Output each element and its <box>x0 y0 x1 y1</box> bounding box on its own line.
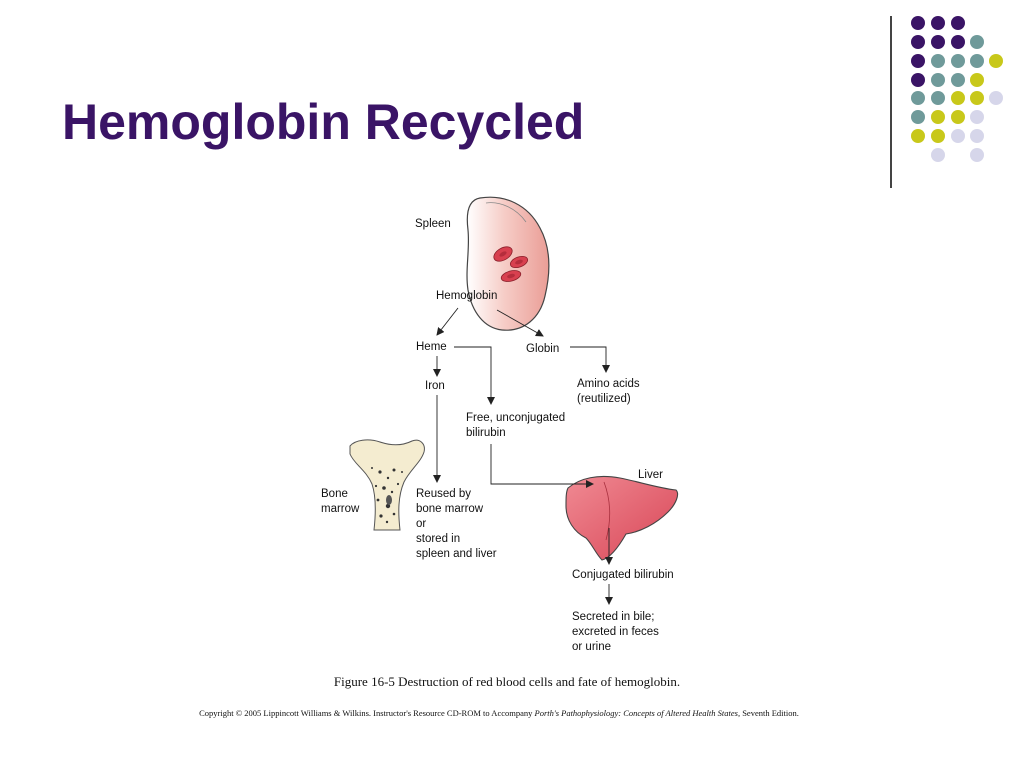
label-heme: Heme <box>416 341 447 353</box>
label-spleen: Spleen <box>415 218 451 230</box>
spleen-notch <box>485 202 527 223</box>
flow-arrows <box>433 307 613 605</box>
spleen-organ <box>466 196 550 331</box>
label-amino-acids: Amino acids (reutilized) <box>577 378 643 405</box>
red-blood-cells <box>493 246 529 282</box>
copyright-book-title: Porth's Pathophysiology: Concepts of Alt… <box>534 708 741 718</box>
slide-title: Hemoglobin Recycled <box>62 94 585 150</box>
label-iron: Iron <box>425 380 445 392</box>
figure-caption: Figure 16-5 Destruction of red blood cel… <box>333 674 681 689</box>
label-globin: Globin <box>526 343 559 355</box>
liver-organ <box>565 475 679 561</box>
label-secreted: Secreted in bile; excreted in feces or u… <box>572 611 662 653</box>
label-conjugated-bilirubin: Conjugated bilirubin <box>572 569 674 581</box>
decorative-divider-line <box>890 16 892 188</box>
label-liver: Liver <box>638 469 663 481</box>
label-hemoglobin: Hemoglobin <box>436 290 497 302</box>
copyright-suffix: Seventh Edition. <box>740 708 799 718</box>
label-free-bilirubin: Free, unconjugated bilirubin <box>466 412 568 439</box>
liver-lobe-line <box>603 481 610 541</box>
copyright-notice: Copyright © 2005 Lippincott Williams & W… <box>0 708 998 718</box>
label-reused: Reused by bone marrow or stored in splee… <box>416 488 497 560</box>
bone-illustration <box>349 439 425 531</box>
label-bone-marrow: Bone marrow <box>321 488 360 515</box>
bone-marrow-speckles <box>371 467 403 524</box>
copyright-prefix: Copyright © 2005 Lippincott Williams & W… <box>199 708 535 718</box>
